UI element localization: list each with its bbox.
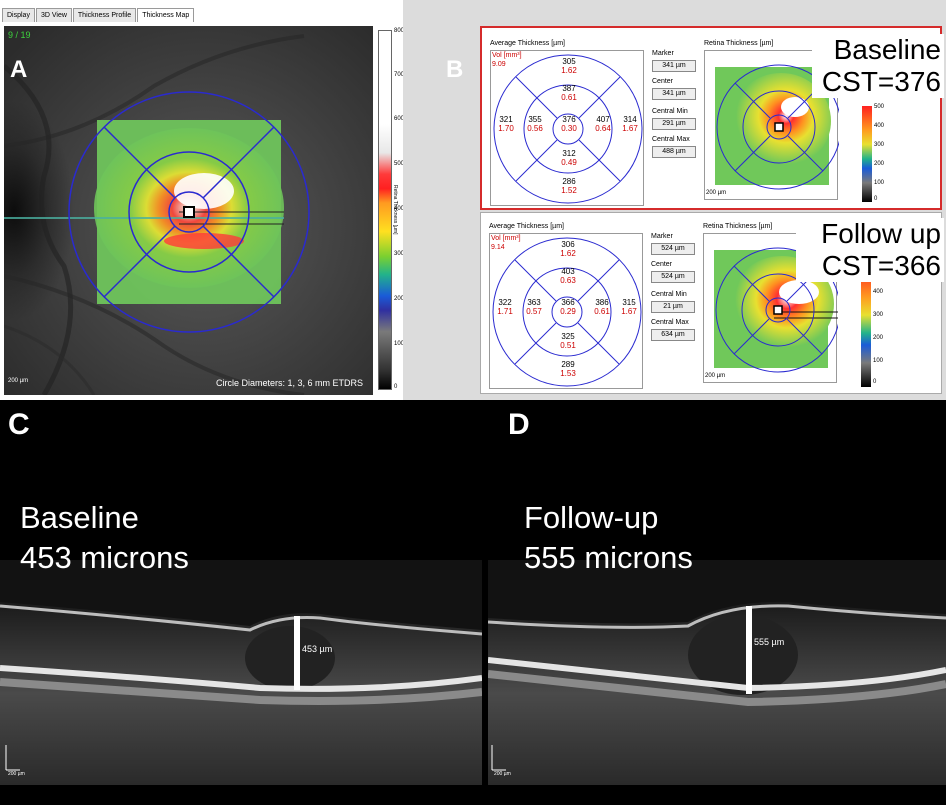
colorbar-tick: 700	[394, 72, 405, 78]
oct-scan-followup	[487, 560, 946, 785]
stat-value: 634 µm	[651, 329, 695, 341]
panel-letter-c: C	[8, 408, 30, 441]
circle-diameters-note: Circle Diameters: 1, 3, 6 mm ETDRS	[216, 378, 364, 388]
scale-bar-label: 200 µm	[8, 378, 29, 384]
mini-cb-tick: 400	[873, 289, 884, 295]
measurement-label: 453 µm	[302, 644, 333, 654]
mini-cb-tick: 0	[874, 196, 878, 202]
retina-map-title: Retina Thickness [µm]	[704, 40, 774, 47]
colorbar-tick: 300	[394, 251, 405, 257]
colorbar-tick: 400	[394, 206, 405, 212]
scale-label: 200 µm	[8, 771, 25, 777]
colorbar-tick: 200	[394, 296, 405, 302]
mini-cb-tick: 100	[873, 358, 884, 364]
mini-cb-tick: 100	[874, 180, 885, 186]
stat-label: Central Min	[651, 291, 687, 298]
colorbar-tick: 500	[394, 161, 405, 167]
retina-map-title: Retina Thickness [µm]	[703, 223, 773, 230]
etdrs-grid-followup	[489, 233, 643, 389]
panel-letter-d: D	[508, 408, 530, 441]
mini-colorbar	[861, 267, 871, 387]
colorbar-tick: 100	[394, 341, 405, 347]
stat-label: Central Max	[651, 319, 689, 326]
tab-3d-view[interactable]: 3D View	[35, 8, 72, 22]
view-tabs: Display 3D View Thickness Profile Thickn…	[2, 8, 195, 22]
etdrs-grid-baseline	[490, 50, 644, 206]
fundus-image	[4, 26, 373, 395]
stat-value: 524 µm	[651, 243, 695, 255]
stat-label: Center	[651, 261, 673, 268]
fundus-overlay	[4, 34, 310, 395]
followup-callout: Follow up CST=366	[796, 218, 944, 282]
retina-thickness-map-baseline	[704, 50, 842, 200]
vol-value: 9.09	[492, 61, 506, 68]
panel-letter-a: A	[10, 56, 28, 83]
stat-value: 341 µm	[652, 60, 696, 72]
avg-thickness-title: Average Thickness [µm]	[490, 40, 565, 47]
panel-letter-b: B	[446, 56, 464, 83]
colorbar-title: Retina Thickness [µm]	[392, 185, 398, 235]
stat-value: 524 µm	[651, 271, 695, 283]
vol-label: Vol [mm³]	[491, 235, 521, 242]
tab-thickness-profile[interactable]: Thickness Profile	[72, 8, 137, 22]
mini-cb-tick: 200	[873, 335, 884, 341]
thickness-colorbar	[378, 30, 392, 390]
stat-label: Center	[652, 78, 674, 85]
followup-report: Average Thickness [µm] Vol [mm³] 9.14 30…	[480, 212, 942, 394]
tab-display[interactable]: Display	[2, 8, 35, 22]
mini-cb-tick: 300	[873, 312, 884, 318]
stat-label: Marker	[651, 233, 673, 240]
mini-colorbar	[862, 106, 872, 202]
mini-cb-tick: 200	[874, 161, 885, 167]
tab-thickness-map[interactable]: Thickness Map	[137, 8, 195, 22]
mini-cb-tick: 400	[874, 123, 885, 129]
scale-label: 200 µm	[494, 771, 511, 777]
measurement-label: 555 µm	[754, 637, 785, 647]
stat-label: Central Max	[652, 136, 690, 143]
vol-value: 9.14	[491, 244, 505, 251]
vol-label: Vol [mm³]	[492, 52, 522, 59]
colorbar-tick: 600	[394, 116, 405, 122]
colorbar-tick: 0	[394, 384, 398, 390]
stat-label: Marker	[652, 50, 674, 57]
avg-thickness-title: Average Thickness [µm]	[489, 223, 564, 230]
frame-counter: 9 / 19	[8, 30, 31, 40]
mini-cb-tick: 0	[873, 379, 877, 385]
baseline-label: Baseline 453 microns	[20, 500, 189, 575]
baseline-callout: Baseline CST=376	[812, 34, 944, 98]
stat-value: 488 µm	[652, 146, 696, 158]
scale-label: 200 µm	[705, 373, 726, 379]
stat-label: Central Min	[652, 108, 688, 115]
mini-cb-tick: 300	[874, 142, 885, 148]
stat-value: 341 µm	[652, 88, 696, 100]
colorbar-tick: 800	[394, 28, 405, 34]
stat-value: 21 µm	[651, 301, 695, 313]
stat-value: 291 µm	[652, 118, 696, 130]
followup-label: Follow-up 555 microns	[524, 500, 693, 575]
mini-cb-tick: 500	[874, 104, 885, 110]
scale-label: 200 µm	[706, 190, 727, 196]
oct-scan-baseline	[0, 560, 483, 785]
